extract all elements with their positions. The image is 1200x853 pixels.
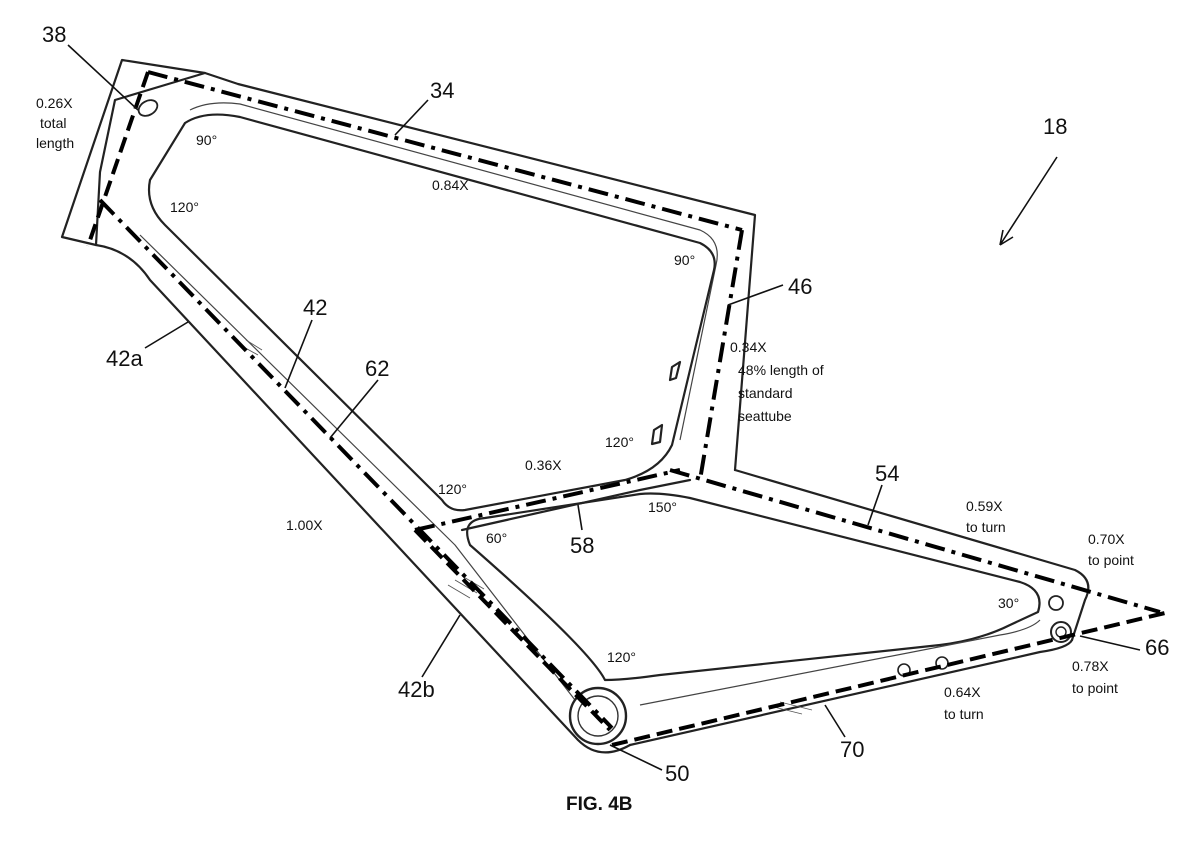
angle-bottom-bracket: 120° [607, 649, 636, 665]
top-tube-axis [147, 70, 743, 232]
angle-down-strut: 120° [438, 481, 467, 497]
down-tube-outline [94, 243, 632, 754]
head-tube-ratio-line3: length [36, 135, 74, 151]
top-tube-inner-line [189, 102, 718, 441]
chain-stay-ratio-line2: to turn [944, 706, 984, 722]
seat-tube-ratio-line4: seattube [738, 408, 792, 424]
angle-labels: 90° 120° 90° 120° 120° 150° 60° 120° 30° [170, 132, 1019, 665]
numeral-66: 66 [1145, 635, 1169, 660]
leader-42a [144, 321, 189, 349]
chain-stay-outline [628, 638, 1074, 747]
leader-66 [1079, 635, 1141, 651]
top-tube-outline [203, 71, 757, 472]
numeral-50: 50 [665, 761, 689, 786]
figure-caption: FIG. 4B [566, 794, 633, 815]
dropout-axle [1050, 621, 1072, 643]
seat-stay-point-ratio: 0.70X [1088, 531, 1125, 547]
head-tube-ratio: 0.26X [36, 95, 73, 111]
rear-triangle-opening [466, 492, 1041, 682]
seat-stay-ratio: 0.59X [966, 498, 1003, 514]
numeral-58: 58 [570, 533, 594, 558]
cable-port [137, 99, 159, 117]
numeral-34: 34 [430, 78, 454, 103]
leader-58 [577, 504, 583, 531]
numeral-62: 62 [365, 356, 389, 381]
frame-drawing [60, 58, 1090, 754]
head-tube-outline [60, 58, 207, 247]
numeral-70: 70 [840, 737, 864, 762]
dropout-bolt [1048, 595, 1064, 611]
seat-stay-axis [669, 468, 1161, 614]
chain-stay-inner-line [639, 619, 1041, 706]
reference-numerals: 38 34 18 46 42a 42 62 58 54 66 42b 50 70 [42, 22, 1169, 786]
strut-axis [414, 468, 681, 532]
seat-tube-boss-2 [650, 423, 664, 446]
numeral-46: 46 [788, 274, 812, 299]
chain-stay-axis [611, 611, 1166, 747]
seat-tube-axis [698, 229, 744, 481]
angle-seat-strut: 120° [605, 434, 634, 450]
down-tube-ratio: 1.00X [286, 517, 323, 533]
leader-54 [867, 484, 883, 526]
leader-70 [824, 704, 846, 738]
seat-tube-ratio: 0.34X [730, 339, 767, 355]
seat-stay-outline [733, 468, 1090, 642]
seat-tube-boss-1 [668, 360, 682, 382]
leader-50 [609, 744, 663, 771]
leader-62 [329, 379, 379, 439]
angle-head-down: 120° [170, 199, 199, 215]
chain-stay-point-line2: to point [1072, 680, 1118, 696]
main-triangle-opening [147, 113, 716, 512]
numeral-18: 18 [1043, 114, 1067, 139]
angle-down-lower: 60° [486, 530, 507, 546]
down-tube-axis [98, 198, 614, 730]
seat-stay-point-line2: to point [1088, 552, 1134, 568]
leader-42 [284, 319, 313, 389]
leader-38 [67, 44, 139, 111]
dimension-labels: 0.26X total length 0.84X 0.34X 48% lengt… [36, 95, 1134, 722]
numeral-42b: 42b [398, 677, 435, 702]
strut-outline [460, 478, 692, 532]
down-tube-shading [239, 339, 813, 715]
construction-lines [86, 70, 1166, 747]
top-tube-ratio: 0.84X [432, 177, 469, 193]
numeral-42: 42 [303, 295, 327, 320]
numeral-38: 38 [42, 22, 66, 47]
bottom-bracket-inner [577, 695, 619, 737]
chain-stay-point-ratio: 0.78X [1072, 658, 1109, 674]
bb-link-axis [413, 528, 612, 732]
head-tube-ratio-line2: total [40, 115, 66, 131]
angle-head-top: 90° [196, 132, 217, 148]
leader-lines [67, 44, 1141, 771]
leader-46 [727, 284, 784, 306]
seat-tube-ratio-line2: 48% length of [738, 362, 824, 378]
angle-top-seat: 90° [674, 252, 695, 268]
numeral-54: 54 [875, 461, 899, 486]
chain-stay-ratio: 0.64X [944, 684, 981, 700]
head-tube-axis [86, 71, 150, 247]
seat-tube-ratio-line3: standard [738, 385, 792, 401]
seat-stay-ratio-line2: to turn [966, 519, 1006, 535]
leader-42b [421, 614, 461, 678]
numeral-42a: 42a [106, 346, 143, 371]
angle-dropout: 30° [998, 595, 1019, 611]
leader-18-arrow [999, 156, 1058, 246]
strut-ratio: 0.36X [525, 457, 562, 473]
leader-34 [394, 99, 429, 136]
bottom-bracket-shell [568, 686, 628, 746]
angle-strut-seatstay: 150° [648, 499, 677, 515]
